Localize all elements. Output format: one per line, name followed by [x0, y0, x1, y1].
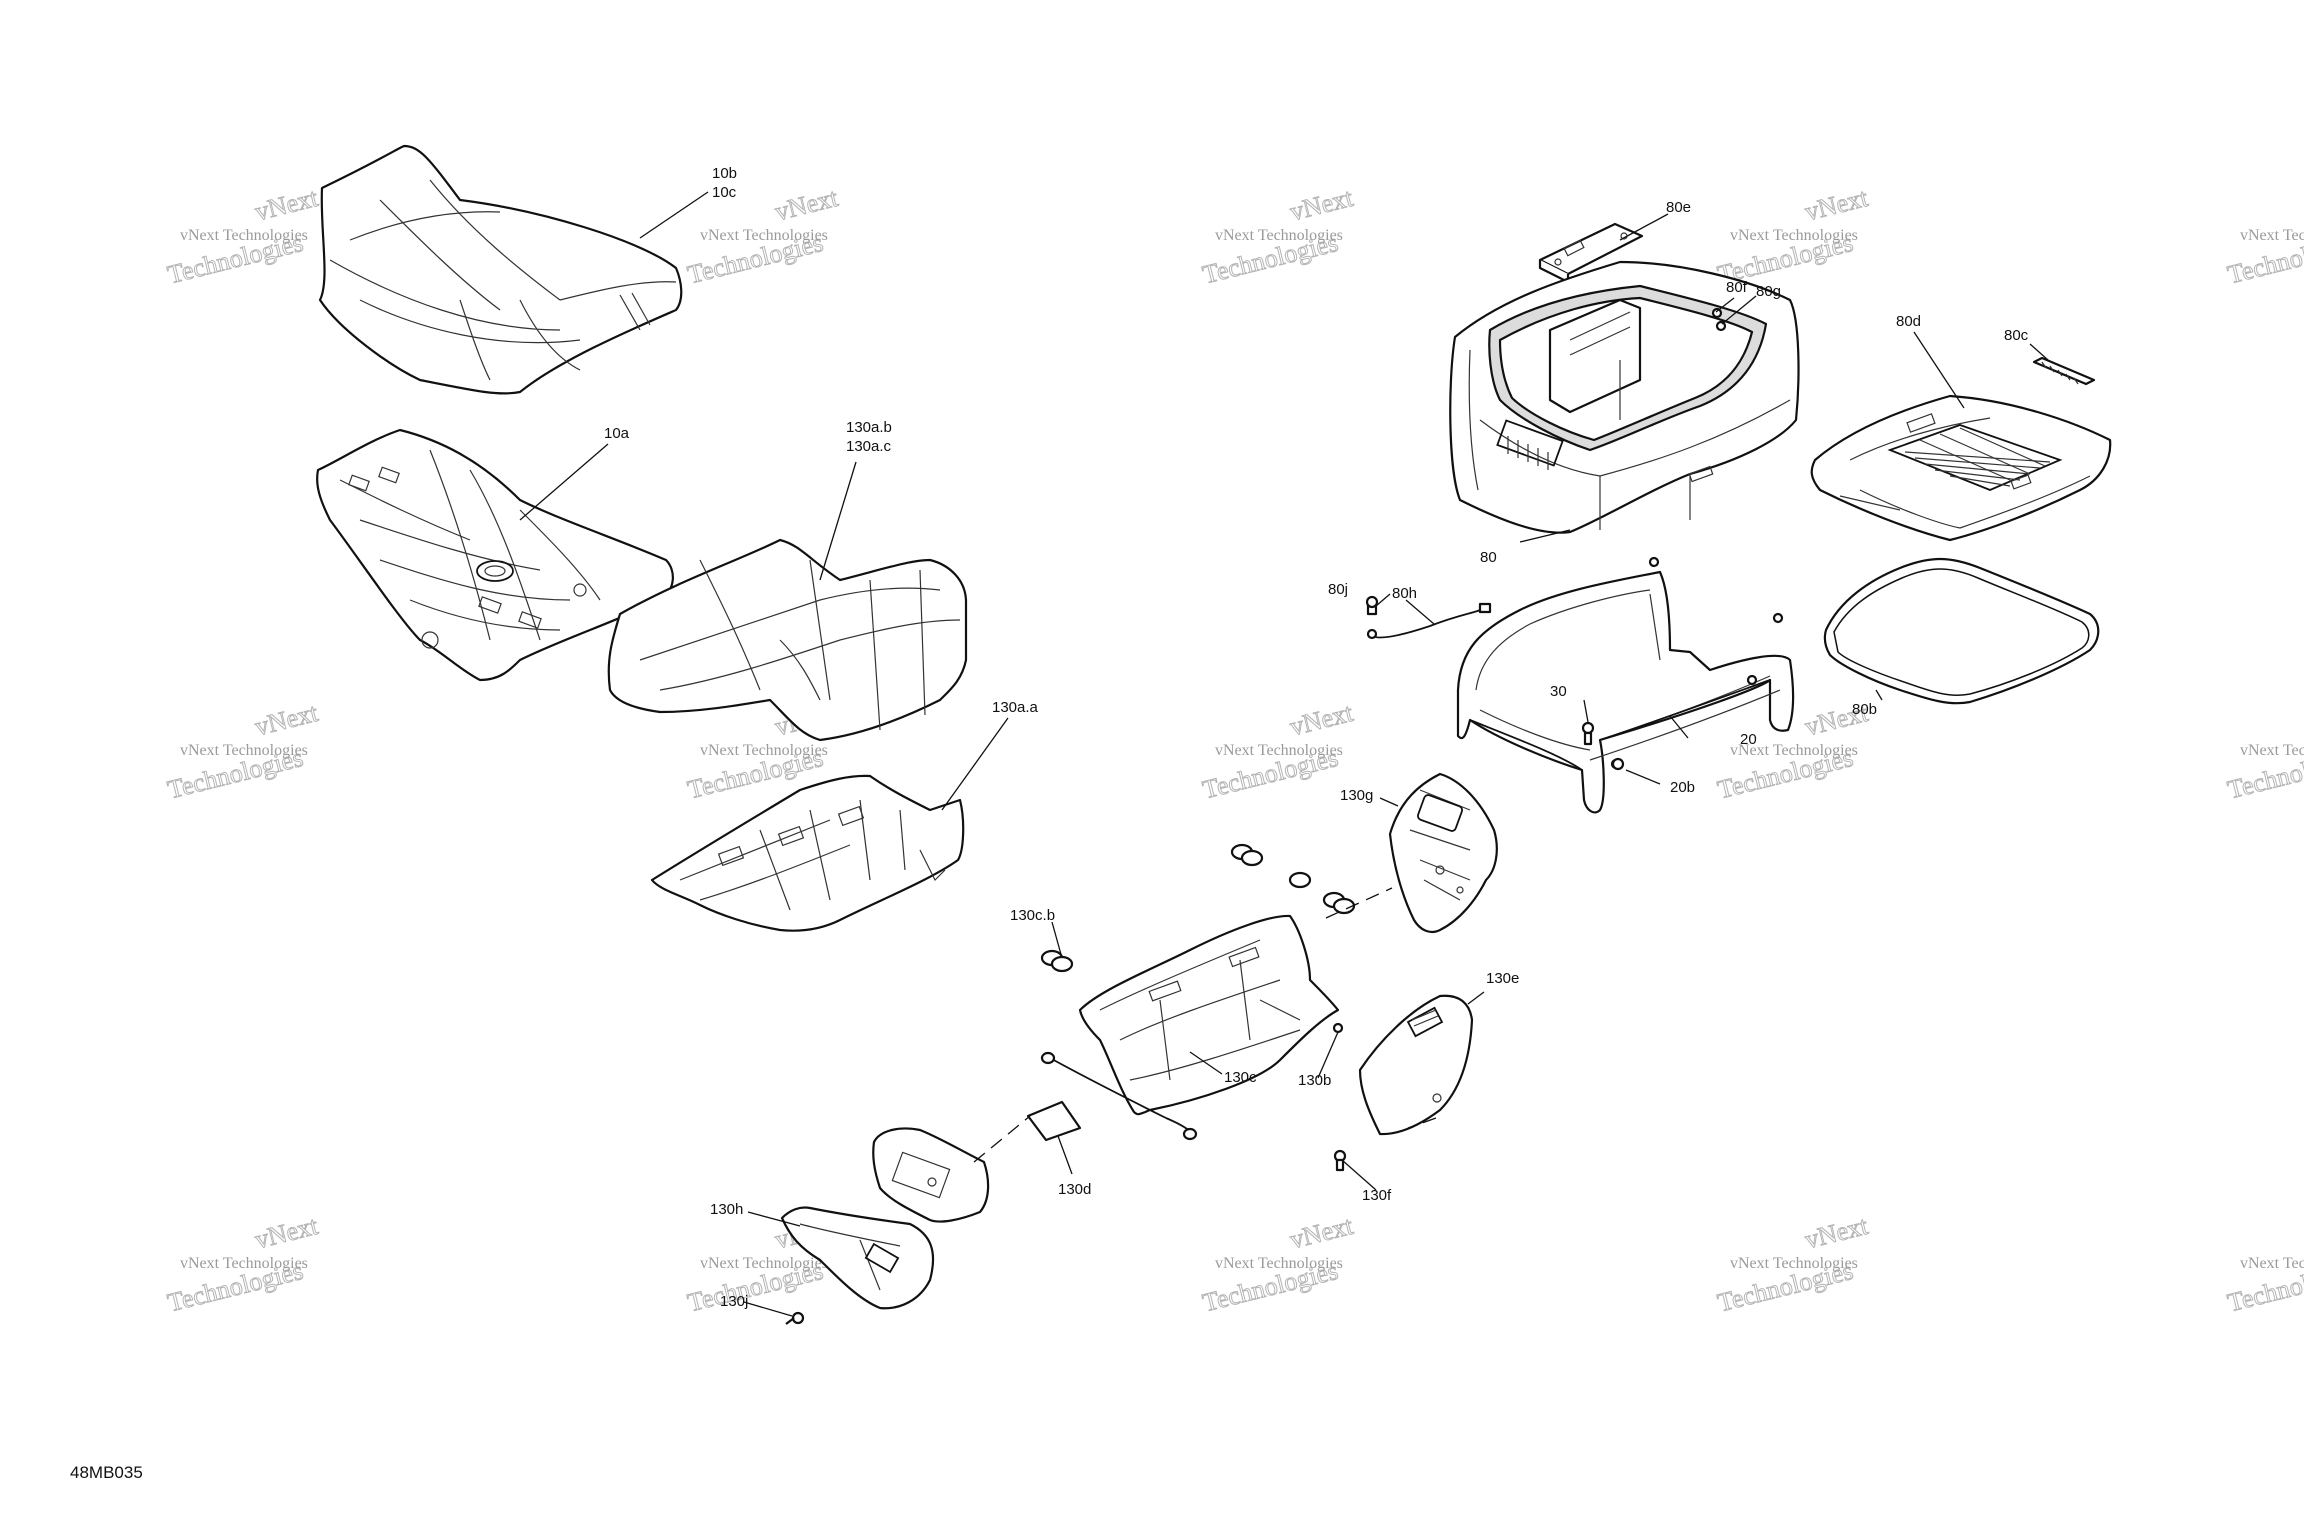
watermark-over: vNext: [252, 698, 321, 742]
part-20b-nut[interactable]: [1611, 757, 1625, 771]
part-80h-cable[interactable]: [1366, 602, 1492, 640]
callout-80b: 80b: [1852, 701, 1877, 718]
watermark-text: vNext Technologies: [1730, 227, 1858, 244]
callout-130g: 130g: [1340, 787, 1373, 804]
watermark-over: vNext: [1287, 698, 1356, 742]
callout-80e: 80e: [1666, 199, 1691, 216]
part-130g-backrest[interactable]: [1388, 772, 1498, 934]
part-bushing-b[interactable]: [1288, 871, 1312, 889]
part-80d-lid[interactable]: [1810, 394, 2112, 542]
callout-130cb: 130c.b: [1010, 907, 1055, 924]
part-80f-screw[interactable]: [1711, 307, 1723, 319]
watermark-over: vNext: [1287, 1211, 1356, 1255]
callout-10c: 10c: [712, 184, 737, 201]
watermark-r2c3: Technologies vNext vNext Technologies: [1199, 697, 1357, 805]
part-80-storage-box[interactable]: [1449, 260, 1800, 534]
watermark-r1c5: Technologies vNext Technologies: [2224, 227, 2304, 290]
part-10a-seat-base[interactable]: [316, 428, 674, 682]
callout-130h: 130h: [710, 1201, 743, 1218]
watermark-r2c1: Technologies vNext vNext Technologies: [164, 697, 322, 805]
watermark-over: vNext: [1802, 1211, 1871, 1255]
part-80e-bracket[interactable]: [1538, 222, 1644, 284]
watermark-text: vNext Technologies: [700, 227, 828, 244]
callout-130ac: 130a.c: [846, 438, 892, 455]
part-bushing-c[interactable]: [1322, 891, 1356, 915]
callout-130j: 130j: [720, 1293, 748, 1310]
part-130-panel[interactable]: [872, 1127, 990, 1223]
watermark-text: vNext Technologies: [180, 227, 308, 244]
callouts: 10b 10c 10a 130a.b 130a.c 130a.a 80e 80f…: [604, 165, 2029, 1310]
watermark-over: vNext: [1287, 183, 1356, 227]
part-130d-plate[interactable]: [1026, 1100, 1082, 1142]
watermark-r3c5: Technologies vNext Technologies: [2224, 1255, 2304, 1318]
callout-130c: 130c: [1224, 1069, 1257, 1086]
part-130cb-bushing[interactable]: [1040, 949, 1074, 973]
part-130c-frame[interactable]: [1040, 914, 1340, 1141]
watermark-over: vNext: [772, 183, 841, 227]
watermark-text: vNext Technologies: [1215, 227, 1343, 244]
watermark-over: vNext: [1802, 183, 1871, 227]
callout-130e: 130e: [1486, 970, 1519, 987]
part-130aa-tray[interactable]: [650, 774, 965, 932]
part-130ab-foam[interactable]: [607, 538, 968, 742]
watermark-text: vNext Technologies: [1215, 1255, 1343, 1272]
callout-130f: 130f: [1362, 1187, 1392, 1204]
callout-80g: 80g: [1756, 283, 1781, 300]
part-130j-screw[interactable]: [785, 1311, 805, 1325]
callout-130ab: 130a.b: [846, 419, 892, 436]
watermark-text: vNext Technologies: [1730, 742, 1858, 759]
assembly-lines: [973, 887, 1437, 1163]
callout-130aa: 130a.a: [992, 699, 1039, 716]
part-80b-seal[interactable]: [1823, 557, 2100, 705]
part-130e-cover[interactable]: [1358, 994, 1474, 1136]
part-80c-latch[interactable]: [2032, 356, 2096, 386]
part-130b-bolt[interactable]: [1332, 1022, 1344, 1034]
watermark-text: vNext Technologies: [180, 742, 308, 759]
diagram-code: 48MB035: [70, 1463, 143, 1482]
callout-20: 20: [1740, 731, 1757, 748]
part-20-frame[interactable]: [1456, 556, 1795, 814]
callout-20b: 20b: [1670, 779, 1695, 796]
watermark-text: vNext Technologies: [2240, 1255, 2304, 1272]
watermark-text: vNext Technologies: [180, 1255, 308, 1272]
part-30-bolt[interactable]: [1581, 721, 1595, 746]
watermark-text: vNext Technologies: [1215, 742, 1343, 759]
watermark-text: vNext Technologies: [700, 1255, 828, 1272]
watermark-r1c3: Technologies vNext vNext Technologies: [1199, 182, 1357, 290]
watermark-text: vNext Technologies: [700, 742, 828, 759]
watermark-text: vNext Technologies: [2240, 227, 2304, 244]
callout-80h: 80h: [1392, 585, 1417, 602]
watermark-r2c5: Technologies vNext Technologies: [2224, 742, 2304, 805]
watermark-text: vNext Technologies: [1730, 1255, 1858, 1272]
part-bushing-a[interactable]: [1230, 843, 1264, 867]
part-130h-bracket[interactable]: [780, 1206, 935, 1310]
watermark-r1c4: Technologies vNext vNext Technologies: [1714, 182, 1872, 290]
watermark-r3c1: Technologies vNext vNext Technologies: [164, 1210, 322, 1318]
part-130f-screw[interactable]: [1333, 1149, 1347, 1172]
watermark-r1c1: Technologies vNext vNext Technologies: [164, 182, 322, 290]
watermark-r1c2: Technologies vNext vNext Technologies: [684, 182, 842, 290]
callout-10a: 10a: [604, 425, 630, 442]
part-80j-screw[interactable]: [1365, 595, 1379, 616]
watermark-r3c3: Technologies vNext vNext Technologies: [1199, 1210, 1357, 1318]
callout-10b: 10b: [712, 165, 737, 182]
watermark-over: vNext: [252, 183, 321, 227]
watermark-r3c4: Technologies vNext vNext Technologies: [1714, 1210, 1872, 1318]
callout-80f: 80f: [1726, 279, 1748, 296]
leader-lines: [519, 191, 2049, 1317]
callout-30: 30: [1550, 683, 1567, 700]
callout-130d: 130d: [1058, 1181, 1091, 1198]
callout-80: 80: [1480, 549, 1497, 566]
watermark-text: vNext Technologies: [2240, 742, 2304, 759]
callout-130b: 130b: [1298, 1072, 1331, 1089]
callout-80j: 80j: [1328, 581, 1348, 598]
callout-80d: 80d: [1896, 313, 1921, 330]
part-10b-seat-cushion[interactable]: [318, 144, 683, 395]
watermark-over: vNext: [252, 1211, 321, 1255]
callout-80c: 80c: [2004, 327, 2029, 344]
